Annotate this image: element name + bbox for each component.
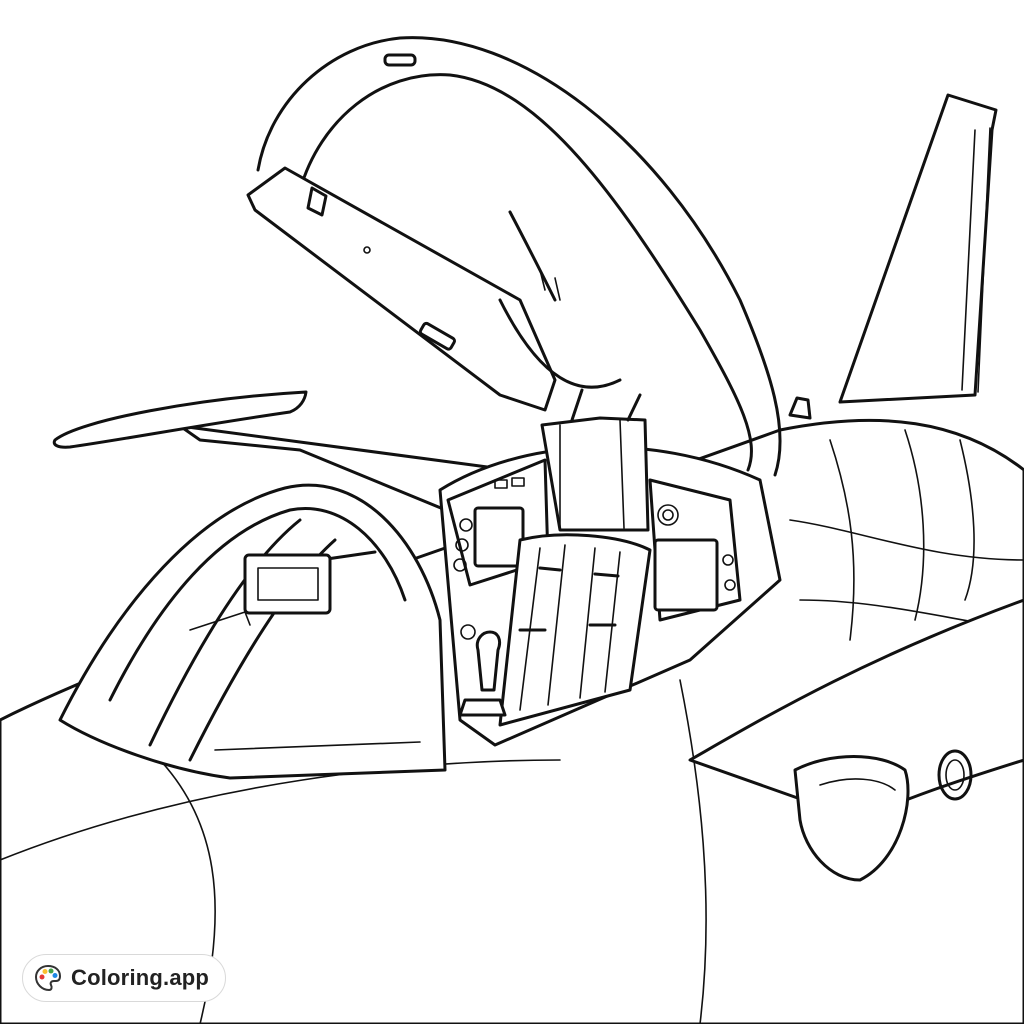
cockpit <box>438 388 782 747</box>
front-canopy <box>58 483 447 780</box>
palette-dot <box>48 968 54 974</box>
palette-dot <box>42 969 48 974</box>
engine-intake <box>688 598 1024 882</box>
tail-fin <box>838 93 998 404</box>
palette-icon <box>34 964 62 992</box>
spine-antenna <box>788 396 812 420</box>
palette-dot <box>39 974 45 980</box>
raised-canopy <box>246 36 782 477</box>
palette-dot <box>52 973 58 978</box>
watermark-text: Coloring.app <box>71 965 210 990</box>
coloring-app-watermark: Coloring.app <box>22 954 226 1002</box>
